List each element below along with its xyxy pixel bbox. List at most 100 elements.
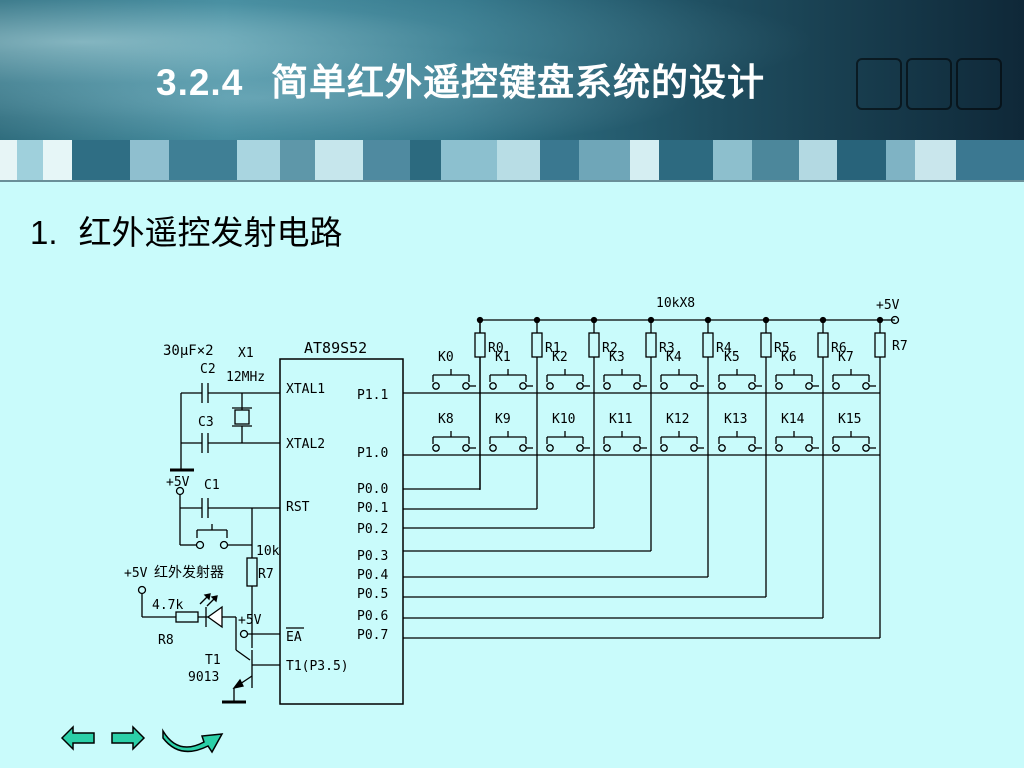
title-number: 3.2.4 <box>156 62 244 103</box>
pin-label-p06: P0.6 <box>357 609 388 624</box>
switch-contact <box>805 382 813 390</box>
section-number: 1. <box>30 214 58 251</box>
switch-contact <box>462 444 470 452</box>
key-label-k5: K5 <box>724 350 740 365</box>
title-text: 简单红外遥控键盘系统的设计 <box>271 61 766 104</box>
r8-value-label: 4.7k <box>152 598 183 613</box>
ea-vcc-label: +5V <box>238 613 262 628</box>
crystal-label: X1 <box>238 346 254 361</box>
junction-dot <box>533 316 541 324</box>
key-label-k12: K12 <box>666 412 689 427</box>
return-arrow-icon[interactable] <box>160 726 232 756</box>
switch-contact <box>775 444 783 452</box>
pullup-resistor <box>645 332 657 358</box>
ir-vcc-label: +5V <box>124 566 148 581</box>
pullup-resistor <box>702 332 714 358</box>
key-label-k2: K2 <box>552 350 568 365</box>
chip-label: AT89S52 <box>304 339 367 357</box>
switch-contact <box>748 382 756 390</box>
r7-top-label: R7 <box>892 339 908 354</box>
switch-contact <box>660 382 668 390</box>
switch-contact <box>862 444 870 452</box>
rst-resistor-value: 10k <box>256 544 280 559</box>
transistor-part-label: 9013 <box>188 670 219 685</box>
back-arrow-icon[interactable] <box>60 724 96 752</box>
top-vcc-label: +5V <box>876 298 900 313</box>
switch-contact <box>576 444 584 452</box>
switch-contact <box>489 444 497 452</box>
pin-label-p05: P0.5 <box>357 587 388 602</box>
header-square-decoration <box>956 58 1002 110</box>
pullup-resistor <box>760 332 772 358</box>
switch-contact <box>805 444 813 452</box>
header-divider <box>0 180 1024 182</box>
switch-contact <box>690 382 698 390</box>
switch-contact <box>832 444 840 452</box>
junction-dot <box>819 316 827 324</box>
junction-dot <box>704 316 712 324</box>
key-label-k0: K0 <box>438 350 454 365</box>
pin-label-p02: P0.2 <box>357 522 388 537</box>
switch-contact <box>718 444 726 452</box>
slide-title: 3.2.4 简单红外遥控键盘系统的设计 <box>156 52 765 106</box>
switch-contact <box>432 444 440 452</box>
pin-label-p03: P0.3 <box>357 549 388 564</box>
junction-dot <box>590 316 598 324</box>
rst-resistor-label: R7 <box>258 567 274 582</box>
pin-label-rst: RST <box>286 500 310 515</box>
resistor-array-label: 10kX8 <box>656 296 695 311</box>
switch-contact <box>633 444 641 452</box>
switch-contact <box>546 382 554 390</box>
switch-contact <box>462 382 470 390</box>
r8-label: R8 <box>158 633 174 648</box>
key-label-k1: K1 <box>495 350 511 365</box>
pullup-resistor <box>588 332 600 358</box>
keypad-matrix: XTAL1XTAL2RSTEAT1(P3.5)P1.1P1.0P0.0P0.1P… <box>286 316 886 674</box>
resistor-label-r5: R5 <box>774 341 790 356</box>
resistor-label-r4: R4 <box>716 341 732 356</box>
junction-dot <box>876 316 884 324</box>
switch-contact <box>546 444 554 452</box>
forward-arrow-icon[interactable] <box>110 724 146 752</box>
pin-label-xtal2: XTAL2 <box>286 437 325 452</box>
key-label-k7: K7 <box>838 350 854 365</box>
circuit-labels: AT89S52 30μF×2 X1 12MHz C2 C3 +5V C1 10k… <box>124 296 908 685</box>
crystal <box>234 409 250 425</box>
pin-label-t1p35: T1(P3.5) <box>286 659 349 674</box>
switch-contact <box>489 382 497 390</box>
switch-contact <box>603 444 611 452</box>
junction-dot <box>762 316 770 324</box>
junction-dot <box>647 316 655 324</box>
switch-contact <box>519 382 527 390</box>
section-heading: 1. 红外遥控发射电路 <box>30 206 343 254</box>
transistor-label: T1 <box>205 653 221 668</box>
key-label-k3: K3 <box>609 350 625 365</box>
switch-contact <box>633 382 641 390</box>
pin-label-p01: P0.1 <box>357 501 388 516</box>
key-label-k13: K13 <box>724 412 747 427</box>
pin-label-p00: P0.0 <box>357 482 388 497</box>
switch-contact <box>832 382 840 390</box>
key-label-k8: K8 <box>438 412 454 427</box>
mcu-chip <box>279 358 404 705</box>
resistor-label-r0: R0 <box>488 341 504 356</box>
pin-label-p11: P1.1 <box>357 388 388 403</box>
resistor-label-r6: R6 <box>831 341 847 356</box>
pullup-resistor <box>474 332 486 358</box>
key-label-k9: K9 <box>495 412 511 427</box>
key-label-k4: K4 <box>666 350 682 365</box>
pin-label-ea: EA <box>286 630 302 645</box>
header-square-decoration <box>906 58 952 110</box>
key-label-k11: K11 <box>609 412 632 427</box>
slide-header: 3.2.4 简单红外遥控键盘系统的设计 <box>0 0 1024 182</box>
pin-label-p07: P0.7 <box>357 628 388 643</box>
switch-contact <box>690 444 698 452</box>
switch-contact <box>603 382 611 390</box>
ir-emitter-label: 红外发射器 <box>154 565 224 581</box>
resistor-label-r1: R1 <box>545 341 561 356</box>
c3-label: C3 <box>198 415 214 430</box>
crystal-freq-label: 12MHz <box>226 370 265 385</box>
section-title: 红外遥控发射电路 <box>78 213 343 252</box>
c1-label: C1 <box>204 478 220 493</box>
